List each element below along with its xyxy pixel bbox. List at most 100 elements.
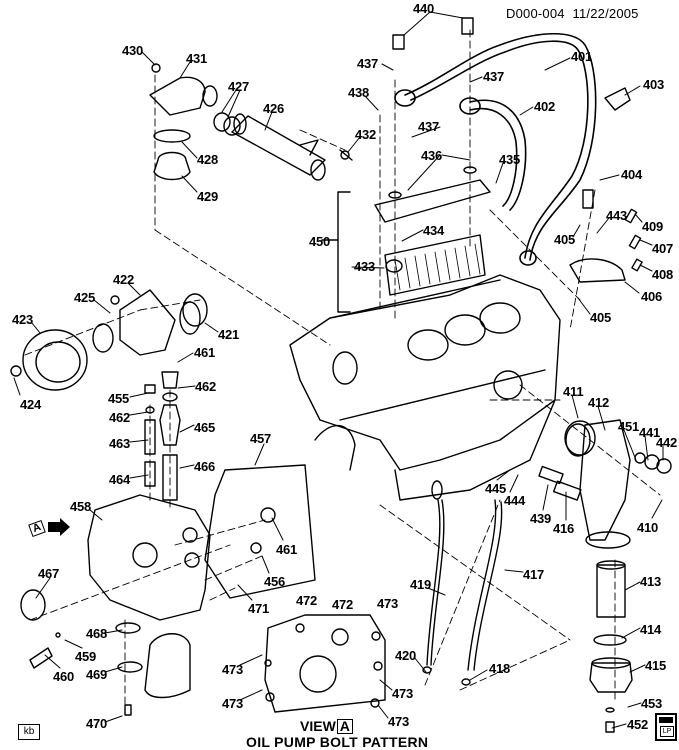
dipstick-417 (467, 499, 497, 671)
callout-429: 429 (197, 189, 219, 204)
callout-470: 470 (86, 716, 108, 731)
oil-cooler (374, 166, 491, 296)
callout-443: 443 (606, 208, 628, 223)
callout-414: 414 (640, 622, 662, 637)
callout-409: 409 (642, 219, 664, 234)
relief-valve-stack (144, 371, 181, 501)
view-prefix: VIEW (300, 718, 336, 734)
callout-437: 437 (418, 119, 440, 134)
callout-432: 432 (355, 127, 377, 142)
callout-427: 427 (228, 79, 250, 94)
callout-473: 473 (377, 596, 399, 611)
arrow-right-icon (48, 518, 71, 536)
callout-422: 422 (113, 272, 135, 287)
callout-467: 467 (38, 566, 60, 581)
callout-437: 437 (483, 69, 505, 84)
view-a-arrow: A (28, 518, 71, 538)
callout-425: 425 (74, 290, 96, 305)
sensor-460 (29, 647, 53, 669)
callout-418: 418 (489, 661, 511, 676)
callout-421: 421 (218, 327, 240, 342)
view-letter: A (336, 719, 353, 734)
service-manual-icon: LP (655, 713, 677, 741)
callout-453: 453 (641, 696, 663, 711)
callout-468: 468 (86, 626, 108, 641)
callout-416: 416 (553, 521, 575, 536)
callout-405: 405 (590, 310, 612, 325)
bracket-450 (337, 191, 351, 313)
oil-filter-adapter-412 (538, 419, 672, 549)
coolant-pipe-426 (231, 113, 353, 181)
callout-456: 456 (264, 574, 286, 589)
drain-plug-452 (605, 721, 615, 733)
callout-402: 402 (534, 99, 556, 114)
callout-439: 439 (530, 511, 552, 526)
callout-415: 415 (645, 658, 667, 673)
callout-455: 455 (108, 391, 130, 406)
clip-403 (604, 87, 631, 111)
callout-462: 462 (195, 379, 217, 394)
callout-407: 407 (652, 241, 674, 256)
callout-450: 450 (309, 234, 331, 249)
thermostat-housing (149, 63, 241, 181)
callout-459: 459 (75, 649, 97, 664)
callout-460: 460 (53, 669, 75, 684)
callout-438: 438 (348, 85, 370, 100)
callout-473: 473 (392, 686, 414, 701)
callout-431: 431 (186, 51, 208, 66)
view-a-oil-pump (264, 614, 386, 713)
callout-462: 462 (109, 410, 131, 425)
callout-413: 413 (640, 574, 662, 589)
gasket-457 (204, 464, 316, 599)
callout-404: 404 (621, 167, 643, 182)
dipstick-tube-419 (426, 499, 441, 666)
callout-406: 406 (641, 289, 663, 304)
doc-date: 11/22/2005 (572, 6, 639, 21)
callout-420: 420 (395, 648, 417, 663)
front-cover-458 (87, 494, 211, 621)
callout-426: 426 (263, 101, 285, 116)
book-top (659, 717, 673, 723)
callout-437: 437 (357, 56, 379, 71)
oil-filter-413 (596, 564, 626, 618)
callout-411: 411 (563, 384, 584, 399)
oil-cooler-pipes (394, 32, 597, 266)
bracket-406 (569, 258, 626, 283)
callout-408: 408 (652, 267, 674, 282)
callout-433: 433 (354, 259, 376, 274)
callout-410: 410 (637, 520, 659, 535)
callout-466: 466 (194, 459, 216, 474)
callout-442: 442 (656, 435, 678, 450)
callout-444: 444 (504, 493, 526, 508)
callout-463: 463 (109, 436, 131, 451)
callout-471: 471 (248, 601, 270, 616)
o-ring-414 (593, 634, 627, 646)
callout-435: 435 (499, 152, 521, 167)
seal-467 (20, 589, 46, 621)
callout-461: 461 (276, 542, 298, 557)
callout-430: 430 (122, 43, 144, 58)
callout-472: 472 (296, 593, 318, 608)
balancer-423 (10, 329, 88, 391)
callout-473: 473 (222, 696, 244, 711)
view-caption: OIL PUMP BOLT PATTERN (246, 734, 429, 750)
callout-469: 469 (86, 667, 108, 682)
callout-461: 461 (194, 345, 216, 360)
water-pump (92, 289, 201, 356)
callout-452: 452 (627, 717, 649, 732)
leader-lines (13, 11, 664, 729)
callout-465: 465 (194, 420, 216, 435)
callout-436: 436 (421, 148, 443, 163)
callout-451: 451 (618, 419, 640, 434)
callout-403: 403 (643, 77, 665, 92)
callout-473: 473 (388, 714, 410, 729)
doc-id: D000-004 (506, 6, 565, 21)
callout-473: 473 (222, 662, 244, 677)
callout-458: 458 (70, 499, 92, 514)
callout-405: 405 (554, 232, 576, 247)
view-a-arrow-letter: A (28, 520, 46, 538)
bolts-440 (392, 17, 474, 50)
callout-440: 440 (413, 1, 435, 16)
